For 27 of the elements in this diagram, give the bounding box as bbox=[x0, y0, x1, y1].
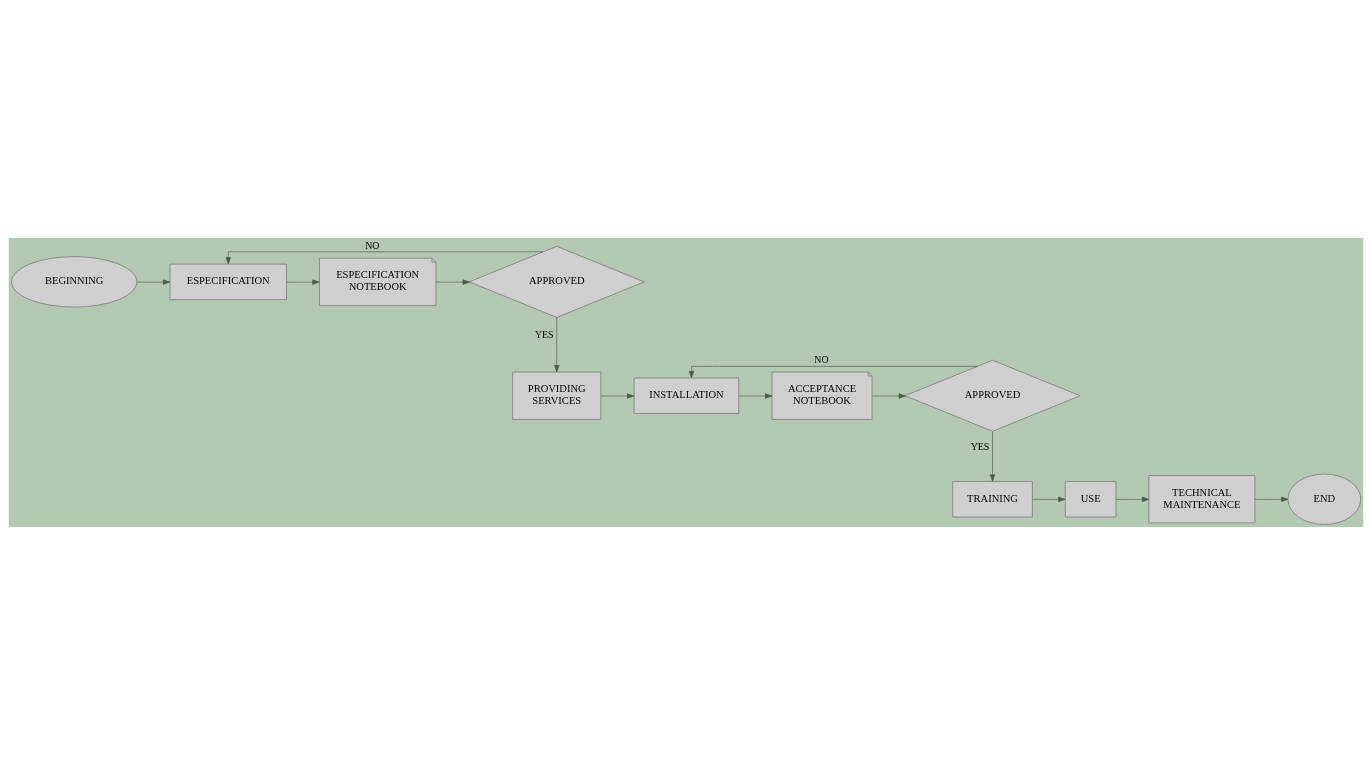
node-box: ESPECIFICATION bbox=[169, 263, 287, 301]
arrow bbox=[1032, 496, 1066, 502]
edge-label: NO bbox=[814, 354, 829, 366]
edge-label: NO bbox=[365, 239, 380, 251]
node-diamond: APPROVED bbox=[468, 245, 645, 318]
arrow bbox=[871, 393, 906, 399]
edge-label: YES bbox=[534, 329, 554, 341]
arrow bbox=[1115, 496, 1150, 502]
node-box: USE bbox=[1064, 480, 1117, 518]
arrow bbox=[989, 431, 996, 482]
node-box: TECHNICAL MAINTENANCE bbox=[1148, 475, 1256, 524]
arrow bbox=[136, 279, 171, 285]
arrow bbox=[225, 251, 544, 265]
arrow bbox=[554, 317, 560, 373]
node-box: PROVIDING SERVICES bbox=[512, 371, 602, 420]
arrow bbox=[435, 279, 470, 285]
node-box: INSTALLATION bbox=[633, 377, 740, 415]
node-diamond: APPROVED bbox=[904, 359, 1081, 432]
arrow bbox=[1254, 496, 1289, 502]
arrow bbox=[286, 279, 320, 285]
arrow bbox=[688, 366, 978, 379]
arrow bbox=[600, 393, 635, 399]
edge-label: YES bbox=[970, 440, 990, 452]
node-box: TRAINING bbox=[952, 480, 1033, 518]
node-ellipse: BEGINNING bbox=[10, 256, 138, 308]
node-ellipse: END bbox=[1287, 473, 1362, 525]
arrow bbox=[738, 393, 773, 399]
